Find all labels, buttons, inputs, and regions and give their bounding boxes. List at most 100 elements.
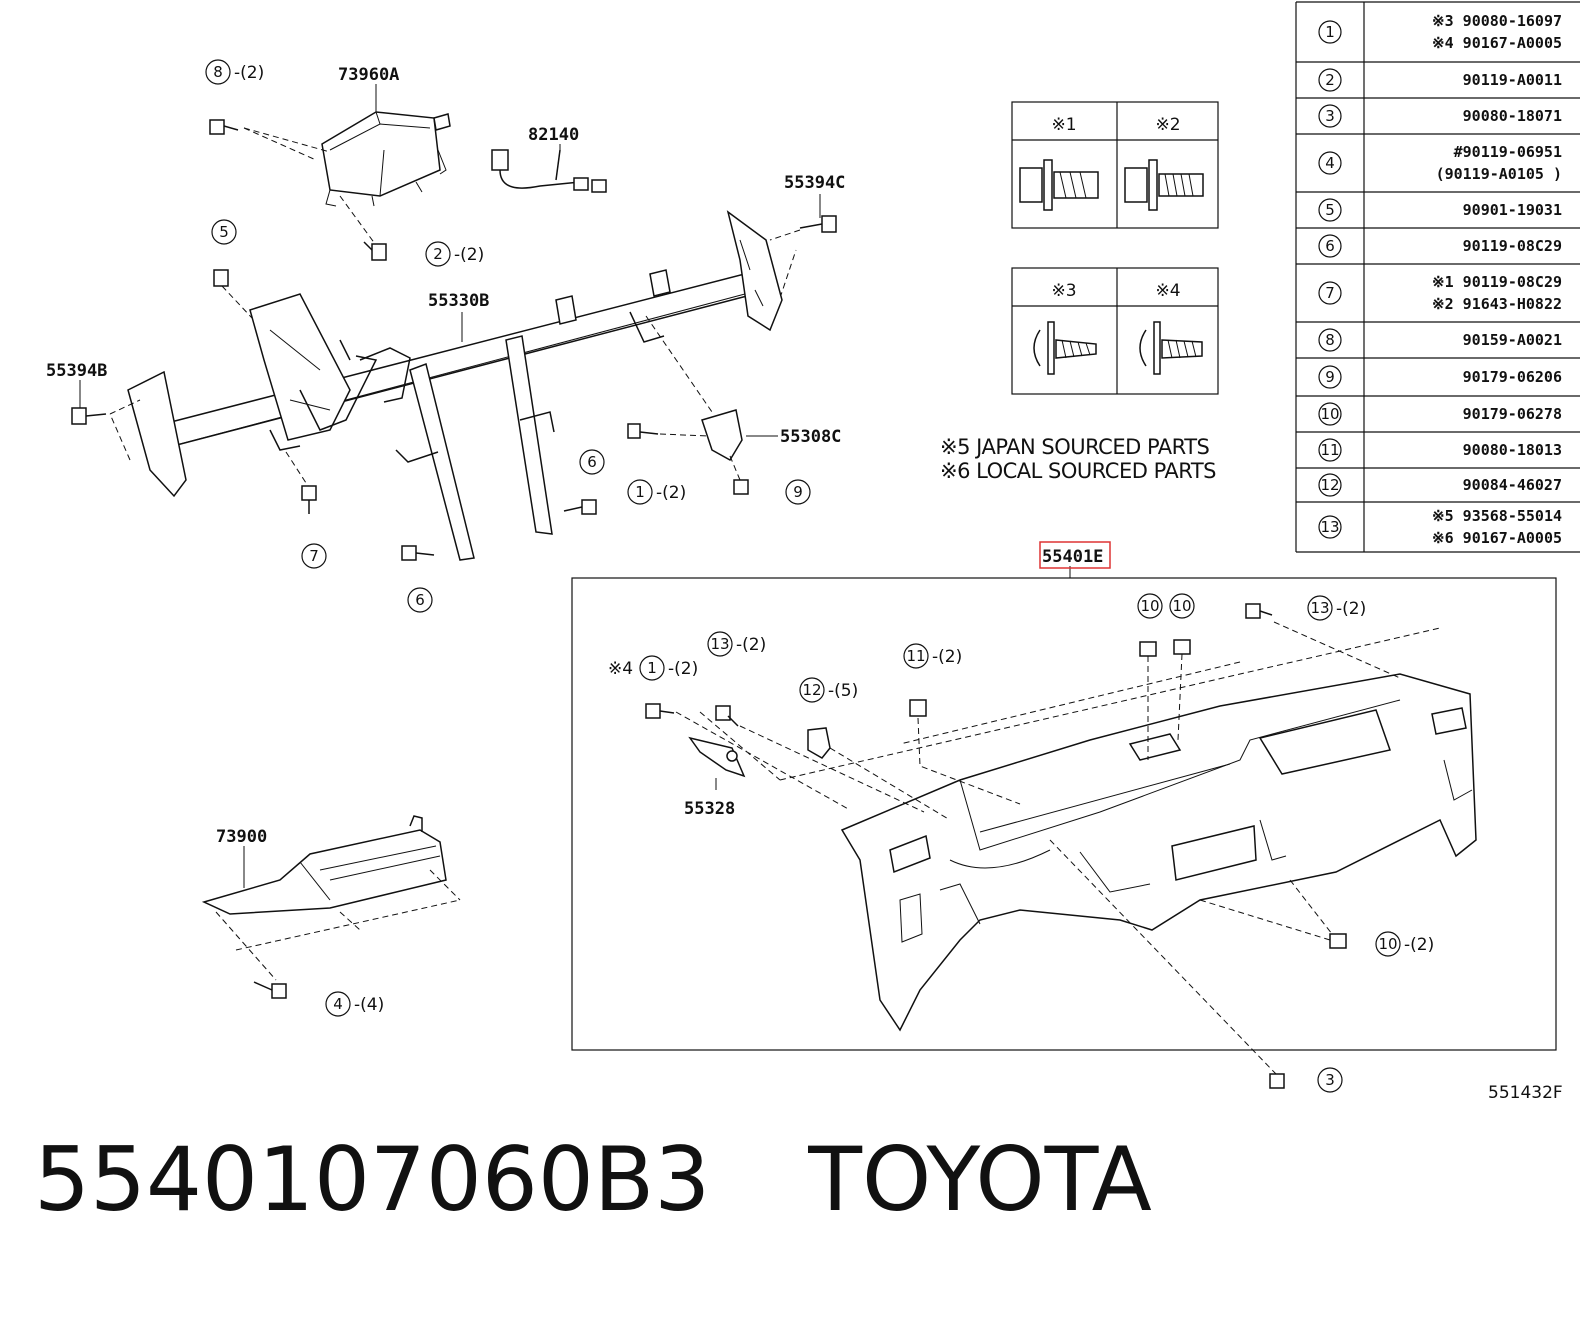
callout-c9: 9 (785, 479, 811, 505)
callout-circle (639, 655, 665, 681)
bracket-55328 (688, 736, 746, 778)
callout-number: 6 (415, 591, 425, 609)
nut-10-lower (1329, 933, 1347, 949)
table-row-number-circle (1318, 473, 1342, 497)
callout-quantity: -(2) (1404, 935, 1434, 955)
callout-number: 10 (1140, 597, 1159, 615)
callout-c11: 11 -(2) (903, 643, 962, 669)
callout-circle (785, 479, 811, 505)
table-row-number: 1 (1325, 23, 1335, 41)
callout-number: 10 (1378, 935, 1397, 953)
table-row-number: 9 (1325, 368, 1335, 386)
callout-number: 2 (433, 245, 443, 263)
callout-quantity: -(2) (932, 647, 962, 667)
wire-harness-82140 (491, 149, 607, 193)
callout-c1a: 1-(2) (627, 479, 686, 505)
legend-mark-1: ※1 (1051, 115, 1076, 135)
table-part-code: ※1 90119-08C29 (1432, 273, 1562, 291)
callout-circle (1137, 593, 1163, 619)
label-55394B: 55394B (46, 361, 107, 381)
bolt-4 (253, 981, 287, 999)
table-row-number-circle (1318, 281, 1342, 305)
bolt-55394B (71, 407, 107, 425)
callout-number: 5 (219, 223, 229, 241)
callout-number: 10 (1172, 597, 1191, 615)
table-part-code: #90119-06951 (1454, 143, 1562, 161)
label-55394C: 55394C (784, 173, 845, 193)
table-row-number-circle (1318, 151, 1342, 175)
table-row-number: 11 (1320, 441, 1339, 459)
table-part-code: ※2 91643-H0822 (1432, 295, 1562, 313)
label-55308C: 55308C (780, 427, 841, 447)
table-part-code: ※3 90080-16097 (1432, 12, 1562, 30)
legend-mark-4: ※4 (1155, 281, 1180, 301)
part-number: 5540107060B3 (34, 1128, 711, 1231)
table-row-number-circle (1318, 68, 1342, 92)
callout-circle (325, 991, 351, 1017)
callout-circle (425, 241, 451, 267)
screw-icon (1139, 321, 1203, 375)
callout-number: 8 (213, 63, 223, 81)
callout-quantity: -(2) (454, 245, 484, 265)
screw-13-right (1245, 603, 1273, 619)
callout-number: 12 (802, 681, 821, 699)
callout-c4: 4-(4) (325, 991, 384, 1017)
table-row-number-circle (1318, 365, 1342, 389)
callout-number: 9 (793, 483, 803, 501)
table-part-code: (90119-A0105 ) (1436, 165, 1562, 183)
callout-circle (707, 631, 733, 657)
callout-c13b: 13-(2) (1307, 595, 1366, 621)
reinforcement-beam-55330B (127, 210, 783, 561)
callout-quantity: -(5) (828, 681, 858, 701)
bracket-55308C (701, 409, 743, 462)
table-row-number: 13 (1320, 518, 1339, 536)
callout-number: 1 (635, 483, 645, 501)
fastener-legend: ※1 ※2 ※3 ※4 (1011, 101, 1219, 395)
legend-mark-2: ※2 (1155, 115, 1180, 135)
callout-c7: 7 (301, 543, 327, 569)
bolt-with-clip-icon (1019, 159, 1099, 211)
instrument-panel-55401 (840, 673, 1477, 1032)
table-row-number: 3 (1325, 107, 1335, 125)
callout-quantity: -(2) (668, 659, 698, 679)
callout-number: 6 (587, 453, 597, 471)
callout-circle (579, 449, 605, 475)
table-row-number-circle (1318, 402, 1342, 426)
callout-number: 11 (906, 647, 925, 665)
airbag-assembly-73960A (321, 111, 451, 207)
table-row-number: 5 (1325, 201, 1335, 219)
bolt-2 (363, 241, 387, 261)
label-55330B: 55330B (428, 291, 489, 311)
nut-10-left (1139, 641, 1157, 657)
bolt-7 (301, 485, 317, 514)
clip-11 (909, 699, 927, 717)
table-part-code: 90119-A0011 (1463, 71, 1562, 89)
callout-circle (1375, 931, 1401, 957)
nut-3 (1269, 1073, 1285, 1089)
label-82140: 82140 (528, 125, 579, 145)
callout-number: 1 (647, 659, 657, 677)
callout-number: 13 (710, 635, 729, 653)
nut-10-right (1173, 639, 1191, 655)
table-row-number-circle (1318, 104, 1342, 128)
callout-number: 4 (333, 995, 343, 1013)
callout-number: 7 (309, 547, 319, 565)
callout-quantity: -(2) (736, 635, 766, 655)
table-part-code: 90080-18013 (1463, 441, 1562, 459)
label-55401E: 55401E (1042, 547, 1103, 567)
label-55328: 55328 (684, 799, 735, 819)
bolt-55308C (627, 423, 659, 439)
title-line: 5540107060B3 TOYOTA (34, 1128, 1574, 1248)
callout-circle (211, 219, 237, 245)
note-japan-sourced: ※5 JAPAN SOURCED PARTS (940, 435, 1210, 459)
flange-bolt-icon (1124, 159, 1204, 211)
table-row-number: 12 (1320, 476, 1339, 494)
callout-c6b: 6 (579, 449, 605, 475)
table-part-code: ※4 90167-A0005 (1432, 34, 1562, 52)
callout-circle (1307, 595, 1333, 621)
callout-circle (205, 59, 231, 85)
knee-airbag-73900 (201, 815, 447, 915)
